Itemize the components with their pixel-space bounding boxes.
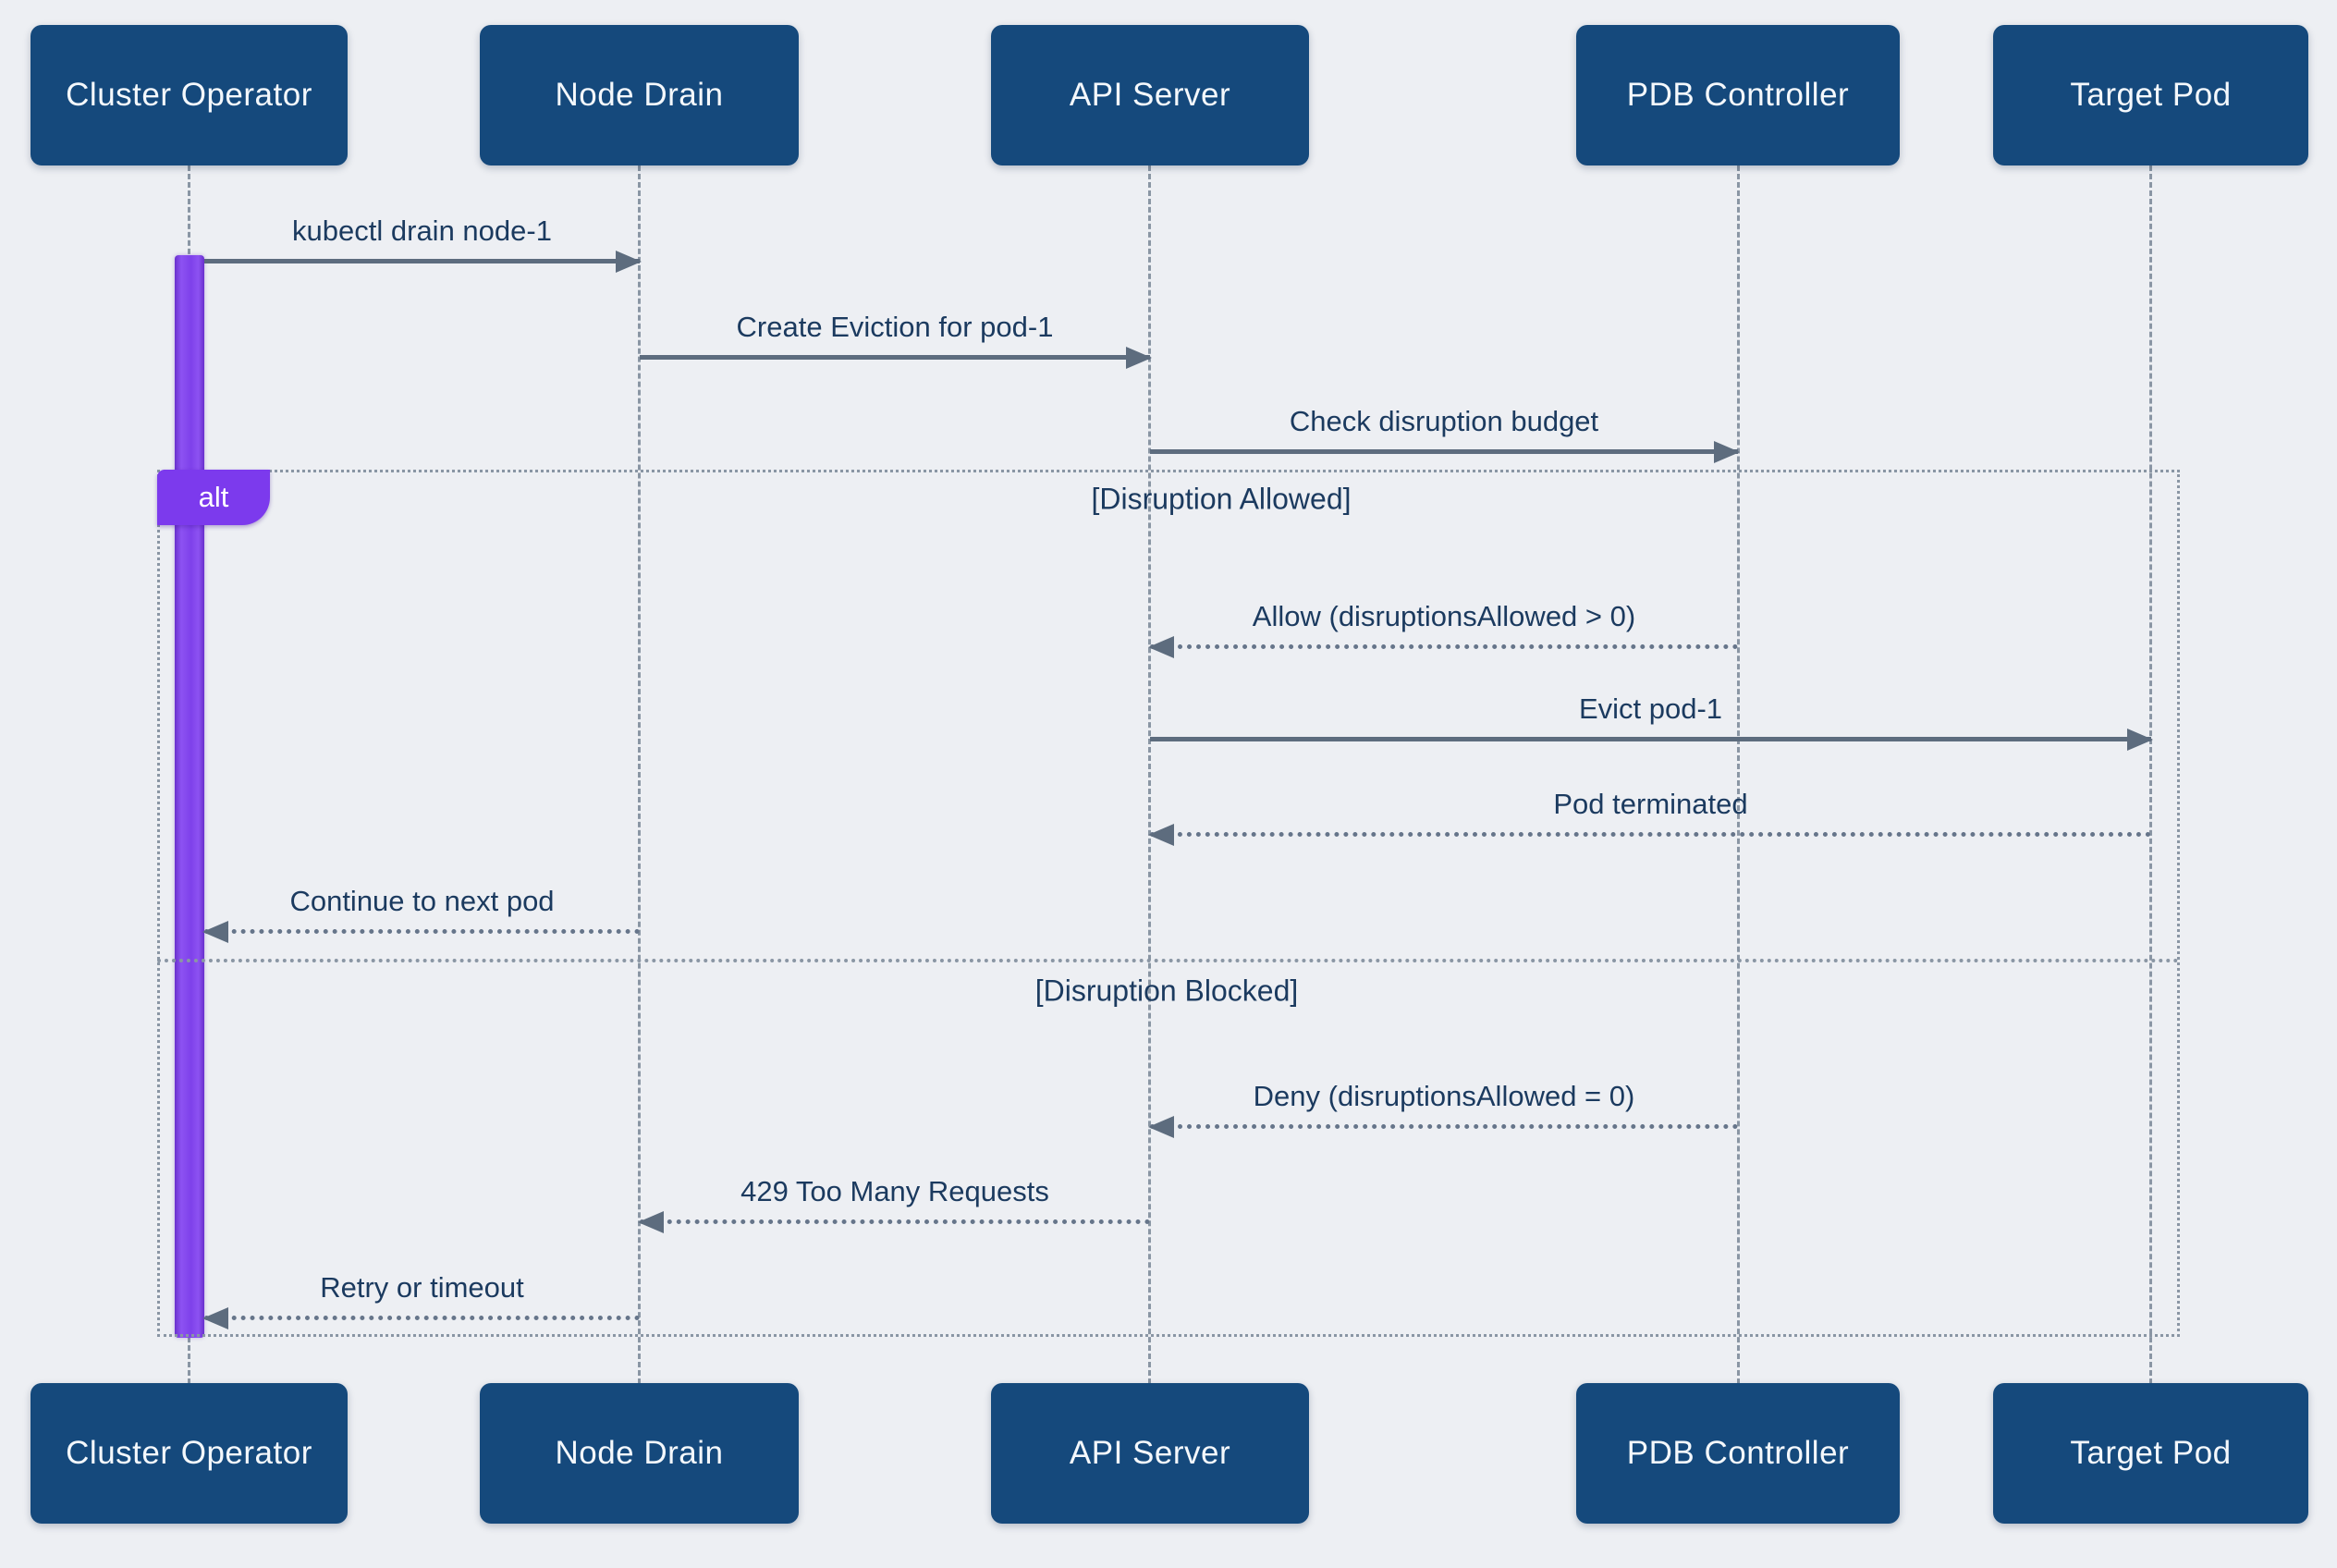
message-label: Retry or timeout — [320, 1271, 524, 1304]
arrow-left-icon — [638, 1211, 664, 1233]
message-label: Create Eviction for pod-1 — [736, 311, 1054, 343]
alt-operator-tab: alt — [157, 470, 270, 525]
message-label: kubectl drain node-1 — [292, 214, 552, 247]
message-label: Deny (disruptionsAllowed = 0) — [1253, 1080, 1635, 1112]
actor-bottom-pdb-controller: PDB Controller — [1576, 1383, 1900, 1524]
message-label: Check disruption budget — [1289, 405, 1599, 437]
message-line — [1150, 1124, 1738, 1129]
message-pod-terminated: Pod terminated — [1148, 778, 2151, 846]
message-line — [204, 259, 640, 263]
arrow-right-icon — [2127, 729, 2153, 751]
message-kubectl-drain-node-1: kubectl drain node-1 — [204, 204, 642, 273]
message-retry-or-timeout: Retry or timeout — [202, 1261, 640, 1329]
message-line — [1150, 832, 2151, 837]
message-429-too-many-requests: 429 Too Many Requests — [638, 1165, 1150, 1233]
message-label: Evict pod-1 — [1578, 692, 1723, 725]
message-label: 429 Too Many Requests — [740, 1175, 1049, 1207]
actor-top-api-server: API Server — [991, 25, 1309, 165]
actor-bottom-api-server: API Server — [991, 1383, 1309, 1524]
actor-top-node-drain: Node Drain — [480, 25, 799, 165]
actor-top-pdb-controller: PDB Controller — [1576, 25, 1900, 165]
message-continue-next-pod: Continue to next pod — [202, 875, 640, 943]
message-check-disruption-budget: Check disruption budget — [1150, 395, 1740, 463]
activation-bar-cluster-operator — [175, 255, 204, 1338]
message-line — [640, 1219, 1150, 1224]
message-allow-disruptions: Allow (disruptionsAllowed > 0) — [1148, 590, 1738, 658]
message-line — [1150, 644, 1738, 649]
lifeline-target-pod — [2149, 165, 2152, 1384]
actor-bottom-node-drain: Node Drain — [480, 1383, 799, 1524]
message-create-eviction: Create Eviction for pod-1 — [640, 300, 1152, 369]
lifeline-node-drain — [638, 165, 641, 1384]
arrow-right-icon — [616, 251, 642, 273]
arrow-right-icon — [1126, 347, 1152, 369]
message-line — [640, 355, 1150, 360]
actor-bottom-cluster-operator: Cluster Operator — [31, 1383, 348, 1524]
message-label: Allow (disruptionsAllowed > 0) — [1252, 600, 1636, 632]
alt-frame — [157, 470, 2180, 1337]
actor-top-target-pod: Target Pod — [1993, 25, 2308, 165]
message-line — [1150, 449, 1738, 454]
arrow-left-icon — [1148, 824, 1174, 846]
message-deny-disruptions: Deny (disruptionsAllowed = 0) — [1148, 1070, 1738, 1138]
message-line — [204, 1316, 640, 1320]
actor-bottom-target-pod: Target Pod — [1993, 1383, 2308, 1524]
alt-section-divider — [157, 959, 2180, 962]
arrow-left-icon — [1148, 636, 1174, 658]
arrow-left-icon — [202, 921, 228, 943]
lifeline-pdb-controller — [1737, 165, 1740, 1384]
message-line — [204, 929, 640, 934]
lifeline-api-server — [1148, 165, 1151, 1384]
message-line — [1150, 737, 2151, 741]
arrow-left-icon — [1148, 1116, 1174, 1138]
message-label: Pod terminated — [1553, 788, 1748, 820]
arrow-right-icon — [1714, 441, 1740, 463]
guard-disruption-blocked: [Disruption Blocked] — [1034, 974, 1299, 1008]
message-evict-pod-1: Evict pod-1 — [1150, 682, 2153, 751]
arrow-left-icon — [202, 1307, 228, 1329]
actor-top-cluster-operator: Cluster Operator — [31, 25, 348, 165]
message-label: Continue to next pod — [289, 885, 555, 917]
guard-disruption-allowed: [Disruption Allowed] — [1091, 482, 1352, 516]
